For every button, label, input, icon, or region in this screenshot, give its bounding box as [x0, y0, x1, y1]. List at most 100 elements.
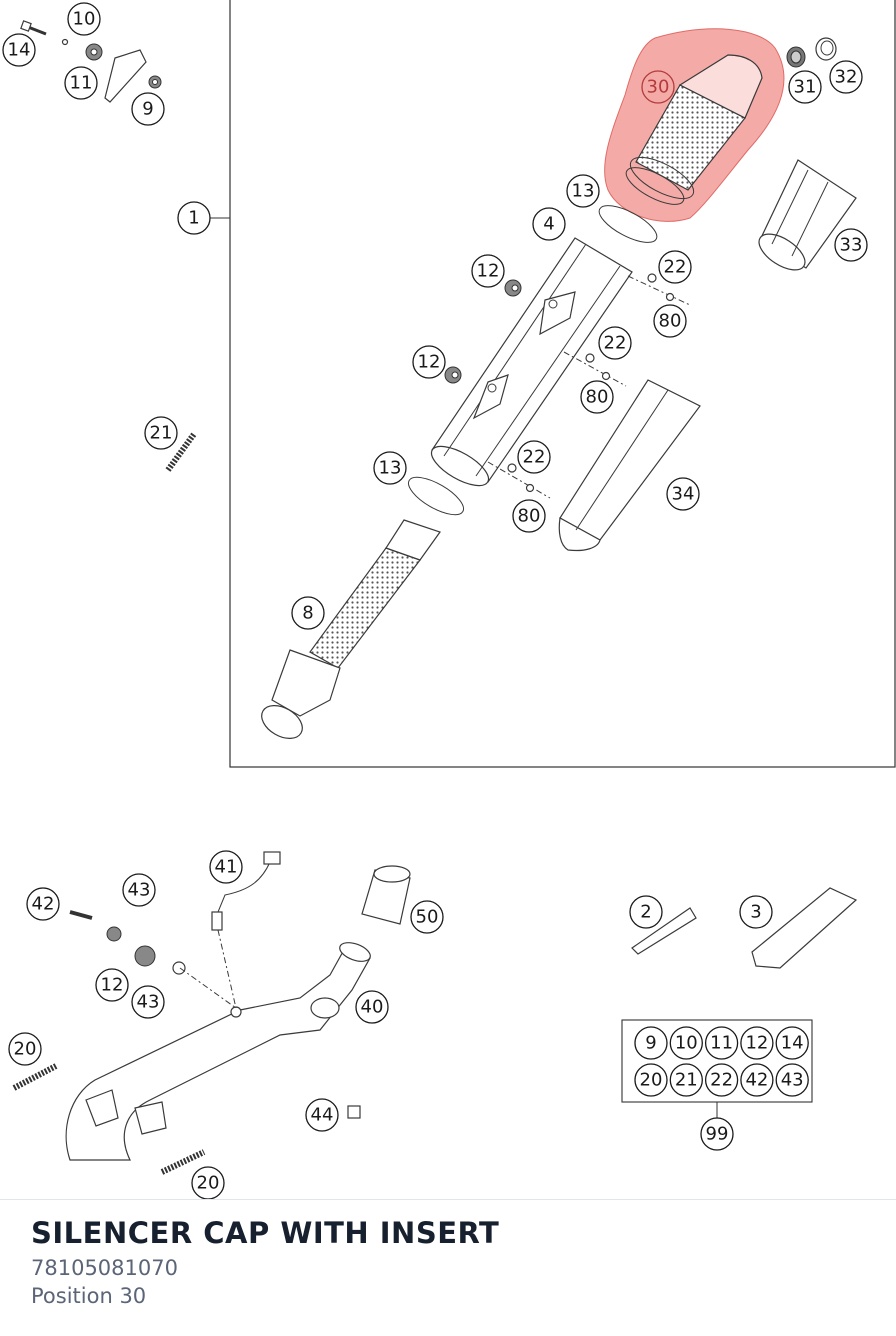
protective-sleeve-2[interactable] — [631, 907, 697, 955]
callout-number: 13 — [379, 458, 402, 479]
callout-number: 30 — [647, 77, 670, 98]
bracket-9[interactable] — [104, 49, 162, 103]
callout-43b[interactable]: 43 — [131, 985, 165, 1019]
bolt-42[interactable] — [69, 910, 93, 920]
callout-number: 80 — [518, 506, 541, 527]
seal-ring-31[interactable] — [786, 46, 806, 68]
kit-item-9[interactable]: 9 — [634, 1026, 668, 1060]
callout-33[interactable]: 33 — [834, 228, 868, 262]
callout-31[interactable]: 31 — [788, 70, 822, 104]
callout-1[interactable]: 1 — [177, 201, 211, 235]
silencer-body-4[interactable] — [426, 237, 633, 493]
callout-22a[interactable]: 22 — [658, 250, 692, 284]
callout-43a[interactable]: 43 — [122, 873, 156, 907]
part-info-panel: SILENCER CAP WITH INSERT 78105081070 Pos… — [0, 1199, 896, 1336]
callout-20b[interactable]: 20 — [191, 1166, 225, 1200]
callout-number: 44 — [311, 1105, 334, 1126]
callout-number: 14 — [8, 40, 31, 61]
callout-13b[interactable]: 13 — [373, 451, 407, 485]
sleeve-50[interactable] — [361, 865, 411, 925]
callout-number: 3 — [750, 902, 761, 923]
callout-12b[interactable]: 12 — [412, 345, 446, 379]
grommet-11[interactable] — [85, 43, 103, 61]
outer-cover-34[interactable] — [558, 379, 701, 552]
callout-8[interactable]: 8 — [291, 596, 325, 630]
callout-number: 33 — [840, 235, 863, 256]
end-ring-32[interactable] — [815, 37, 837, 61]
callout-42[interactable]: 42 — [26, 887, 60, 921]
callout-22c[interactable]: 22 — [517, 440, 551, 474]
callout-80c[interactable]: 80 — [512, 499, 546, 533]
washers-43-grommet-12[interactable] — [106, 926, 237, 1009]
callout-13a[interactable]: 13 — [566, 174, 600, 208]
callout-80a[interactable]: 80 — [653, 304, 687, 338]
kit-item-21[interactable]: 21 — [669, 1063, 703, 1097]
callout-34[interactable]: 34 — [666, 477, 700, 511]
callout-11[interactable]: 11 — [64, 66, 98, 100]
rivet-set-middle[interactable] — [563, 351, 627, 387]
callout-number: 32 — [835, 67, 858, 88]
springs-20[interactable] — [12, 1063, 206, 1175]
o-ring-13-bottom[interactable] — [403, 470, 469, 522]
insert-tube-8[interactable] — [256, 519, 441, 745]
callout-4[interactable]: 4 — [532, 207, 566, 241]
callout-number: 99 — [706, 1124, 729, 1145]
callout-number: 20 — [14, 1039, 37, 1060]
kit-item-20[interactable]: 20 — [634, 1063, 668, 1097]
grommet-12-lower[interactable] — [444, 366, 462, 384]
callout-32[interactable]: 32 — [829, 60, 863, 94]
kit-item-14[interactable]: 14 — [775, 1026, 809, 1060]
callout-41[interactable]: 41 — [209, 850, 243, 884]
callout-14[interactable]: 14 — [2, 33, 36, 67]
kit-item-number: 11 — [710, 1033, 733, 1054]
rivet-set-bottom[interactable] — [487, 461, 551, 499]
callout-number: 12 — [101, 975, 124, 996]
callout-50[interactable]: 50 — [410, 900, 444, 934]
kit-item-12[interactable]: 12 — [740, 1026, 774, 1060]
lambda-sensor-41[interactable] — [211, 851, 281, 1009]
grommet-12-upper[interactable] — [504, 279, 522, 297]
protective-sleeve-3[interactable] — [751, 887, 858, 969]
kit-item-number: 42 — [745, 1070, 768, 1091]
callout-number: 80 — [586, 387, 609, 408]
kit-item-42[interactable]: 42 — [740, 1063, 774, 1097]
callout-number: 1 — [188, 208, 199, 229]
kit-item-number: 22 — [710, 1070, 733, 1091]
callout-2[interactable]: 2 — [629, 895, 663, 929]
kit-item-10[interactable]: 10 — [669, 1026, 703, 1060]
callout-number: 22 — [604, 333, 627, 354]
callout-22b[interactable]: 22 — [598, 326, 632, 360]
plug-44[interactable] — [347, 1105, 361, 1119]
kit-item-43[interactable]: 43 — [775, 1063, 809, 1097]
callout-30[interactable]: 30 — [641, 70, 675, 104]
washer-10[interactable] — [61, 38, 69, 46]
callout-40[interactable]: 40 — [355, 990, 389, 1024]
kit-item-22[interactable]: 22 — [704, 1063, 739, 1097]
part-title: SILENCER CAP WITH INSERT — [31, 1216, 500, 1250]
spring-21[interactable] — [165, 432, 197, 472]
callout-44[interactable]: 44 — [305, 1098, 339, 1132]
callout-21[interactable]: 21 — [144, 416, 178, 450]
callout-12a[interactable]: 12 — [471, 254, 505, 288]
callout-3[interactable]: 3 — [739, 895, 773, 929]
o-ring-13-top[interactable] — [594, 198, 662, 249]
kit-item-number: 14 — [781, 1033, 804, 1054]
callout-number: 80 — [659, 311, 682, 332]
callout-80b[interactable]: 80 — [580, 380, 614, 414]
callout-number: 9 — [142, 99, 153, 120]
callout-20a[interactable]: 20 — [8, 1032, 42, 1066]
callout-99[interactable]: 99 — [700, 1117, 734, 1151]
protection-cover-33[interactable] — [753, 159, 857, 277]
callout-number: 43 — [128, 880, 151, 901]
callout-number: 11 — [70, 73, 93, 94]
callout-12c[interactable]: 12 — [95, 968, 129, 1002]
header-pipe-40[interactable] — [65, 939, 373, 1161]
callout-9[interactable]: 9 — [131, 92, 165, 126]
silencer-cap-with-insert-highlighted[interactable] — [604, 28, 785, 222]
kit-item-11[interactable]: 11 — [704, 1026, 739, 1060]
kit-item-number: 10 — [675, 1033, 698, 1054]
bolt-14[interactable] — [20, 20, 47, 36]
rivet-set-top[interactable] — [627, 273, 691, 306]
callout-10[interactable]: 10 — [67, 2, 101, 36]
